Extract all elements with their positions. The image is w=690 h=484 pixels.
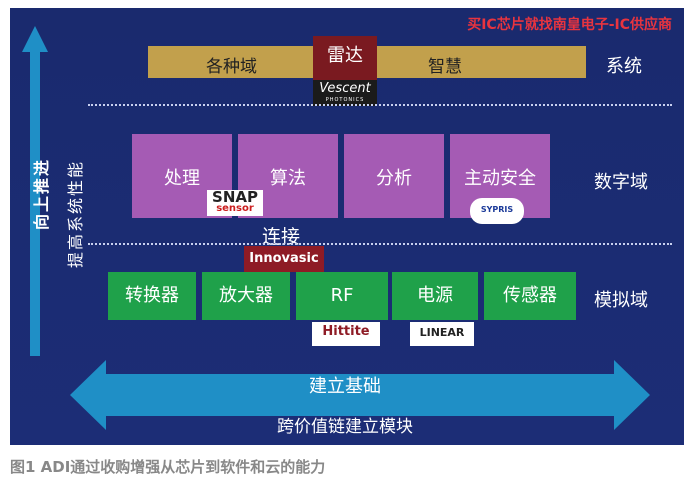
watermark-text: 买IC芯片就找南皇电子-IC供应商 — [467, 17, 672, 33]
system-item-1: 各种域 — [206, 57, 257, 77]
analog-box-2: 放大器 — [202, 272, 290, 320]
separator-1 — [88, 104, 672, 106]
linear-logo: LINEAR — [410, 322, 474, 346]
analog-label: 模拟域 — [594, 290, 648, 311]
figure-caption: 图1 ADI通过收购增强从芯片到软件和云的能力 — [10, 458, 326, 476]
vescent-logo: Vescent PHOTONICS — [313, 80, 377, 106]
left-vertical-text-2: 提高系统性能 — [66, 159, 85, 268]
digital-label: 数字域 — [594, 172, 648, 193]
system-item-radar: 雷达 — [313, 36, 377, 80]
vertical-arrow — [22, 26, 48, 356]
system-label: 系统 — [606, 56, 642, 77]
system-item-3: 智慧 — [428, 57, 462, 77]
analog-box-3: RF — [296, 272, 388, 320]
innovasic-logo: Innovasic — [244, 246, 324, 272]
digital-box-3: 分析 — [344, 134, 444, 218]
horizontal-arrow — [70, 360, 650, 430]
base-title: 建立基础 — [309, 376, 381, 397]
left-vertical-text-1: 向上推进 — [32, 157, 51, 230]
separator-2 — [88, 243, 672, 245]
base-subtitle: 跨价值链建立模块 — [277, 417, 413, 437]
analog-box-1: 转换器 — [108, 272, 196, 320]
connect-label: 连接 — [262, 226, 301, 248]
hittite-logo: Hittite — [312, 322, 380, 346]
digital-box-4: 主动安全 — [450, 134, 550, 218]
snap-sensor-logo: SNAP sensor — [207, 190, 263, 216]
analog-box-4: 电源 — [392, 272, 478, 320]
sypris-logo: SYPRIS — [470, 198, 524, 224]
analog-box-5: 传感器 — [484, 272, 576, 320]
